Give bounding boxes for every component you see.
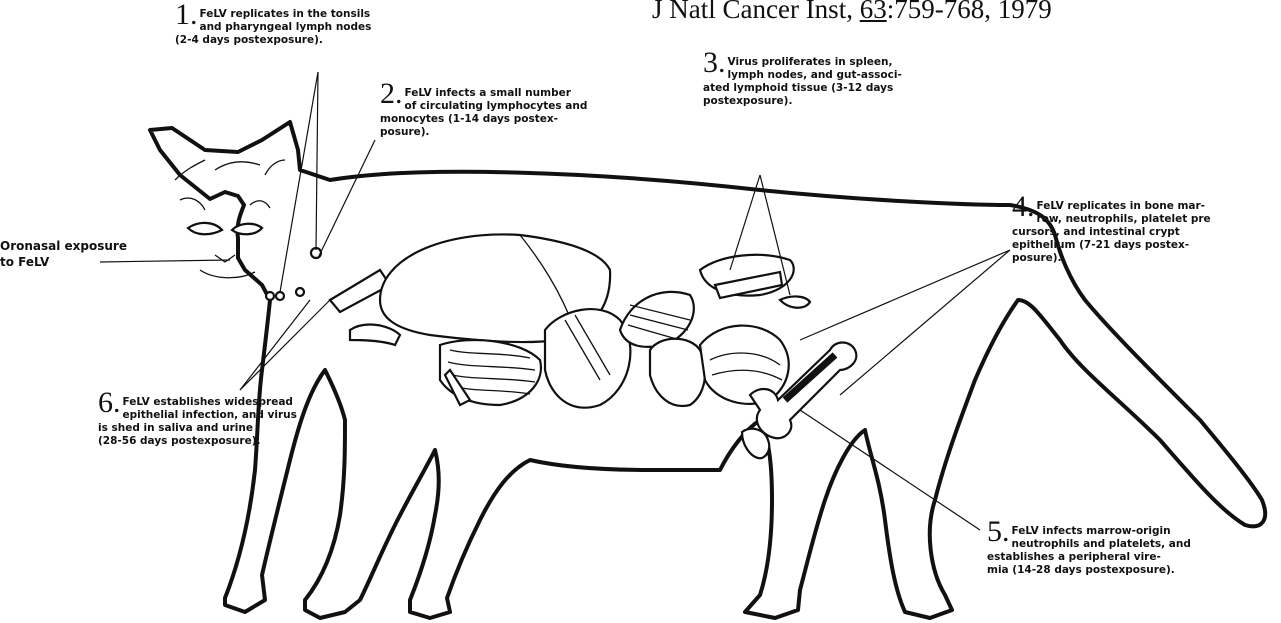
step-line: posure). [1012,252,1189,265]
step-line: row, neutrophils, platelet pre [1012,213,1189,226]
step-line: FeLV establishes widespread [98,396,272,409]
citation-volume: 63 [860,0,887,24]
step-line: Virus proliferates in spleen, [703,56,893,69]
step-2-annotation: 2. FeLV infects a small number of circul… [380,87,563,139]
step-line: is shed in saliva and urine [98,422,272,435]
step-line: monocytes (1-14 days postex- [380,113,563,126]
step-line: cursors, and intestinal crypt [1012,226,1189,239]
step-1-annotation: 1. FeLV replicates in the tonsils and ph… [175,8,347,47]
step-line: posure). [380,126,563,139]
step-line: (28-56 days postexposure). [98,435,272,448]
step-4-annotation: 4. FeLV replicates in bone mar- row, neu… [1012,200,1189,265]
step-line: and pharyngeal lymph nodes [175,21,347,34]
step-3-annotation: 3. Virus proliferates in spleen, lymph n… [703,56,893,108]
step-number: 2. [380,81,403,107]
step-line: mia (14-28 days postexposure). [987,564,1175,577]
oronasal-line: Oronasal exposure [0,238,127,254]
paw-detail [742,429,769,459]
step-6-annotation: 6. FeLV establishes widespread epithelia… [98,396,272,448]
step-number: 1. [175,2,198,28]
citation-journal: J Natl Cancer Inst, [652,0,860,24]
step-number: 6. [98,390,121,416]
step-line: of circulating lymphocytes and [380,100,563,113]
citation-pages: :759-768, 1979 [887,0,1052,24]
citation: J Natl Cancer Inst, 63:759-768, 1979 [652,0,1052,25]
step-line: epithelium (7-21 days postex- [1012,239,1189,252]
step-line: FeLV replicates in bone mar- [1012,200,1189,213]
step-number: 4. [1012,194,1035,220]
step-line: FeLV infects marrow-origin [987,525,1175,538]
tonsil-node-icon [296,288,304,296]
internal-organs [330,234,810,407]
step-line: establishes a peripheral vire- [987,551,1175,564]
step-line: lymph nodes, and gut-associ- [703,69,893,82]
step-line: neutrophils and platelets, and [987,538,1175,551]
oronasal-line: to FeLV [0,254,127,270]
step-line: epithelial infection, and virus [98,409,272,422]
step-line: postexposure). [703,95,893,108]
tonsil-node-icon [266,292,274,300]
tonsil-node-icon [276,292,284,300]
step-number: 5. [987,519,1010,545]
step-5-annotation: 5. FeLV infects marrow-origin neutrophil… [987,525,1175,577]
oronasal-exposure-label: Oronasal exposure to FeLV [0,238,127,270]
step-line: FeLV replicates in the tonsils [175,8,347,21]
step-line: ated lymphoid tissue (3-12 days [703,82,893,95]
step-line: (2-4 days postexposure). [175,34,347,47]
step-number: 3. [703,50,726,76]
step-line: FeLV infects a small number [380,87,563,100]
